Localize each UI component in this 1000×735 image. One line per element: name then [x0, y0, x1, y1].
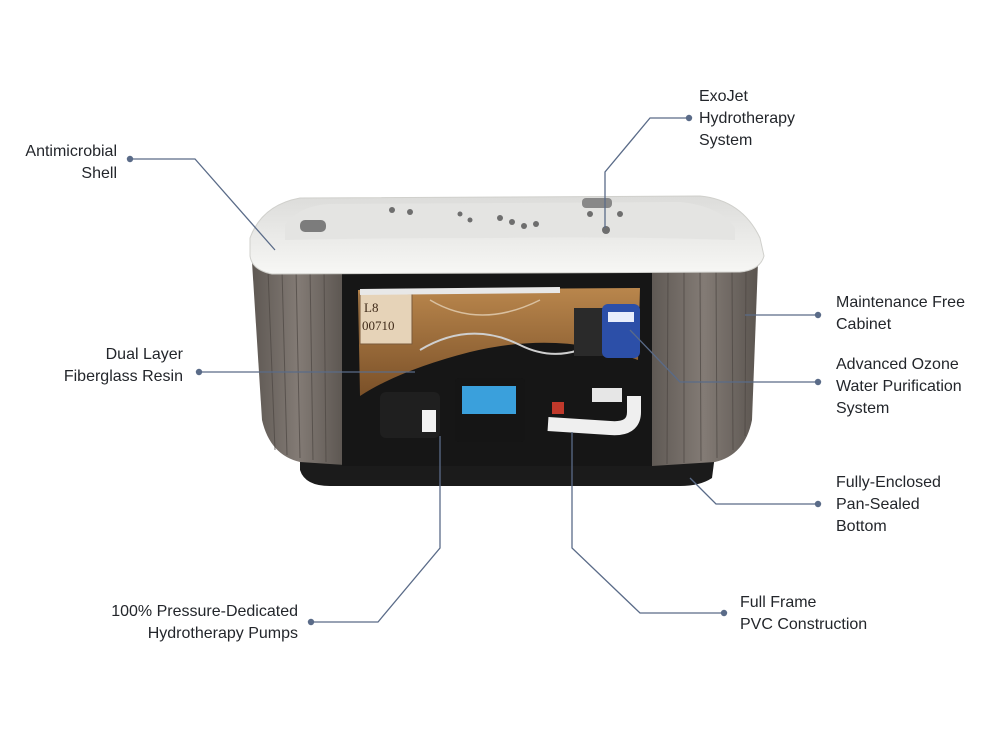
label-line: Hydrotherapy Pumps [147, 625, 298, 642]
leader-pumps [311, 436, 441, 623]
pvc-coupler [592, 388, 622, 402]
tub-label-sticker [359, 293, 413, 345]
label-exojet-hydrotherapy-system: ExoJet Hydrotherapy System [699, 86, 795, 152]
right-cabinet-panel [650, 262, 758, 466]
wiring-2 [429, 299, 541, 316]
pump-fitting [422, 410, 436, 432]
label-fully-enclosed-pan-sealed-bottom: Fully-Enclosed Pan-Sealed Bottom [836, 472, 941, 538]
pump-logo-plate [462, 386, 516, 414]
fiberglass-shell-underside [358, 288, 640, 396]
ozonator-box [574, 308, 604, 356]
label-line: Hydrotherapy [699, 110, 796, 127]
label-line: Antimicrobial [25, 143, 117, 160]
sticker-text-2: 00710 [362, 318, 395, 333]
label-dual-layer-fiberglass-resin: Dual Layer Fiberglass Resin [20, 344, 183, 388]
sticker-text-1: L8 [364, 300, 378, 315]
label-line: Maintenance Free [836, 294, 965, 311]
upper-pipe [359, 287, 561, 295]
label-advanced-ozone: Advanced Ozone Water Purification System [836, 354, 962, 420]
pvc-pipe [547, 396, 641, 436]
right-panel-slats [666, 265, 747, 465]
label-line: Dual Layer [105, 346, 183, 363]
label-antimicrobial-shell: Antimicrobial Shell [0, 141, 117, 185]
pillow-left [300, 220, 326, 232]
jets [389, 207, 623, 234]
label-line: Fully-Enclosed [836, 474, 941, 491]
label-pressure-dedicated-pumps: 100% Pressure-Dedicated Hydrotherapy Pum… [60, 601, 298, 645]
leader-pvc [571, 432, 724, 614]
label-line: 100% Pressure-Dedicated [111, 603, 298, 620]
label-line: Water Purification [836, 378, 962, 395]
leader-ozone [629, 329, 818, 383]
label-full-frame-pvc: Full Frame PVC Construction [740, 592, 867, 636]
label-line: Fiberglass Resin [63, 368, 183, 385]
left-panel-slats [267, 267, 327, 463]
label-line: ExoJet [699, 88, 748, 105]
label-maintenance-free-cabinet: Maintenance Free Cabinet [836, 292, 965, 336]
label-line: Full Frame [740, 594, 817, 611]
label-line: Cabinet [836, 316, 892, 333]
label-line: System [836, 400, 890, 417]
ozonator-label [608, 312, 634, 322]
leader-exojet [604, 117, 689, 228]
label-line: Bottom [836, 518, 887, 535]
label-line: Shell [81, 165, 117, 182]
pvc-valve [552, 402, 564, 414]
label-line: PVC Construction [740, 616, 868, 633]
label-line: Advanced Ozone [836, 356, 959, 373]
pillow-right [582, 198, 612, 208]
leader-lines [130, 117, 818, 623]
leader-dots [126, 114, 822, 626]
label-line: System [699, 132, 753, 149]
label-line: Pan-Sealed [836, 496, 920, 513]
leader-pan-sealed [689, 477, 818, 505]
leader-antimicrobial-shell [130, 158, 276, 251]
